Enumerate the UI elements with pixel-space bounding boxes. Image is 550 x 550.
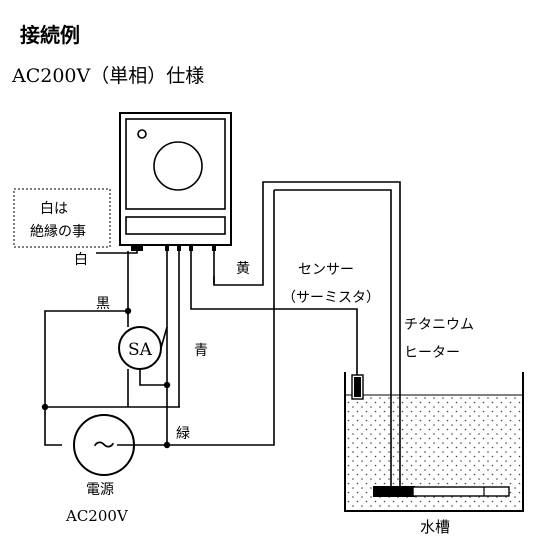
label-yellow: 黄: [236, 260, 250, 277]
label-green: 緑: [176, 426, 190, 442]
junction-dot: [124, 307, 132, 315]
controller-terminal-green: [165, 245, 169, 251]
ac-power-source: ～: [73, 414, 135, 476]
controller-indicator-lamp: [137, 129, 147, 139]
junction-dots: [41, 307, 171, 449]
power-label-line1: 電源: [86, 482, 114, 498]
controller-front-panel: [125, 118, 226, 210]
controller-outer-box: [119, 112, 232, 246]
controller-label-strip: [125, 216, 226, 235]
insulation-note: 白は 絶縁の事: [13, 188, 111, 248]
controller-unit: [119, 112, 232, 251]
sensor-wire: [190, 251, 358, 375]
controller-terminal-black: [189, 245, 193, 251]
junction-dot: [163, 381, 171, 389]
sa-label: SA: [128, 340, 153, 360]
white-wire-path: [96, 251, 138, 254]
note-box: [13, 188, 111, 248]
controller-terminal-blue: [177, 245, 181, 251]
controller-dial: [153, 141, 203, 191]
ac-source-circle: [73, 414, 135, 476]
note-text-line1: 白は: [40, 201, 68, 217]
spec-subtitle: AC200V（単相）仕様: [11, 65, 204, 87]
thermistor-probe-fill: [354, 377, 361, 397]
junction-dot: [41, 403, 49, 411]
black-wire: [44, 251, 129, 446]
heater-cable-inner: [274, 189, 392, 490]
controller-terminal-yellow: [212, 245, 216, 251]
ac-wave-symbol: ～: [93, 434, 115, 459]
label-white: 白: [74, 252, 88, 268]
sa-bottom-lead: [139, 369, 167, 386]
label-black: 黒: [96, 296, 110, 312]
label-blue: 青: [194, 343, 208, 359]
sensor-label-line2: （サーミスタ）: [282, 290, 380, 306]
heater-label-line1: チタニウム: [404, 317, 474, 333]
sensor-wire-path: [190, 251, 358, 375]
surge-absorber: SA: [118, 326, 162, 370]
tank-walls: [344, 372, 524, 512]
yellow-wire: [213, 181, 401, 490]
heater-label-line2: ヒーター: [404, 345, 460, 361]
water-tank: [344, 372, 524, 512]
heater-tube: [412, 486, 510, 497]
sa-right-lead: [160, 251, 168, 349]
heater-head: [373, 486, 415, 497]
junction-dot: [163, 441, 171, 449]
page-title: 接続例: [20, 23, 80, 47]
sensor-label-line1: センサー: [298, 262, 354, 278]
black-wire-left-loop: [44, 310, 128, 446]
white-wire: [96, 251, 138, 254]
tank-label: 水槽: [420, 518, 450, 536]
controller-terminal-white: [131, 245, 143, 251]
note-text-line2: 絶縁の事: [30, 224, 86, 240]
power-label-line2: AC200V: [65, 507, 129, 525]
